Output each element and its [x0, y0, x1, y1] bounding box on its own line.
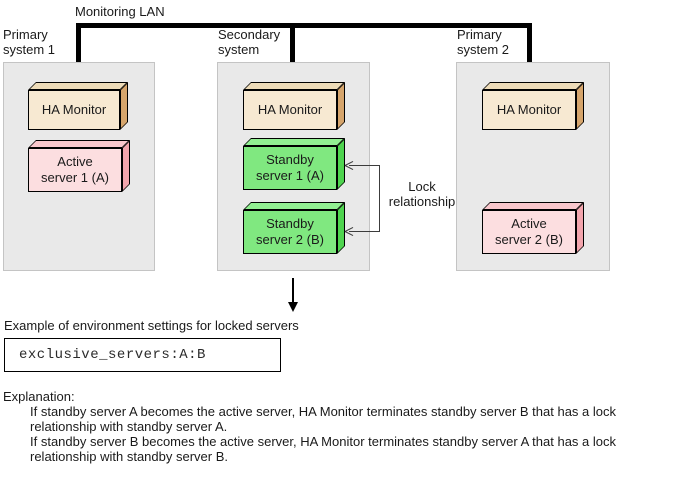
system-label-secondary: Secondary system	[218, 27, 281, 57]
box-top-face	[482, 202, 584, 210]
box-top-face	[243, 202, 345, 210]
box-label: HA Monitor	[41, 102, 107, 117]
lan-drop-line-primary1	[76, 23, 81, 62]
box-active-server2: Active server 2 (B)	[482, 202, 584, 254]
box-front-face	[482, 210, 576, 254]
box-side-face	[122, 140, 130, 192]
arrowhead-left-icon	[345, 225, 354, 237]
box-label: Standby server 2 (B)	[256, 216, 324, 247]
explanation-heading: Explanation:	[3, 389, 75, 404]
box-side-face	[337, 202, 345, 254]
lock-relationship-label: Lock relationship	[388, 179, 456, 209]
box-active-server1: Active server 1 (A)	[28, 140, 130, 192]
box-top-face	[28, 82, 128, 90]
box-top-face	[28, 140, 130, 148]
monitoring-lan-label: Monitoring LAN	[75, 4, 165, 19]
system-label-primary2: Primary system 2	[457, 27, 510, 57]
arrowhead-left-icon	[345, 159, 354, 171]
box-side-face	[576, 82, 584, 130]
box-label: HA Monitor	[257, 102, 323, 117]
example-caption: Example of environment settings for lock…	[4, 318, 299, 333]
environment-settings-box: exclusive_servers:A:B	[4, 338, 281, 372]
box-top-face	[243, 138, 345, 146]
box-top-face	[243, 82, 345, 90]
down-arrow-icon	[288, 302, 298, 312]
explanation-body: If standby server A becomes the active s…	[30, 404, 616, 464]
box-side-face	[576, 202, 584, 254]
box-ha-monitor-primary2: HA Monitor	[482, 82, 584, 130]
box-label: Active server 1 (A)	[41, 154, 109, 185]
box-ha-monitor-primary1: HA Monitor	[28, 82, 128, 130]
box-front-face	[243, 210, 337, 254]
box-front-face	[28, 90, 120, 130]
box-top-face	[482, 82, 584, 90]
box-front-face	[482, 90, 576, 130]
system-label-primary1: Primary system 1	[3, 27, 56, 57]
box-side-face	[337, 138, 345, 190]
box-label: Standby server 1 (A)	[256, 152, 324, 183]
box-side-face	[120, 82, 128, 130]
box-ha-monitor-secondary: HA Monitor	[243, 82, 345, 130]
box-standby-server2: Standby server 2 (B)	[243, 202, 345, 254]
box-label: Active server 2 (B)	[495, 216, 563, 247]
lan-horizontal-line	[76, 23, 532, 28]
box-label: HA Monitor	[496, 102, 562, 117]
lock-bracket-line	[349, 165, 380, 232]
box-side-face	[337, 82, 345, 130]
environment-settings-code: exclusive_servers:A:B	[19, 347, 206, 363]
box-front-face	[28, 148, 122, 192]
lan-drop-line-primary2	[527, 23, 532, 62]
box-standby-server1: Standby server 1 (A)	[243, 138, 345, 190]
box-front-face	[243, 90, 337, 130]
lan-drop-line-secondary	[290, 23, 295, 62]
box-front-face	[243, 146, 337, 190]
down-arrow-line	[292, 278, 294, 303]
